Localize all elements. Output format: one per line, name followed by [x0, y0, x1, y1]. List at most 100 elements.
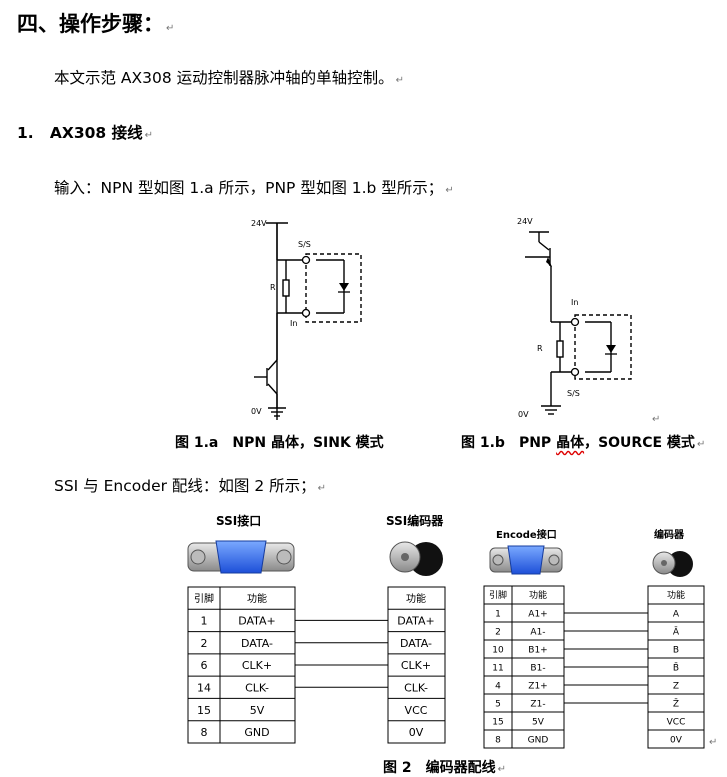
encoder-pin-cell: 8 — [495, 735, 501, 745]
npn-24v-label: 24V — [251, 219, 267, 228]
encoder-icon — [652, 551, 693, 577]
ssi-function-cell: 5V — [250, 704, 265, 717]
encoder-pin-cell: 4 — [495, 681, 501, 691]
encoder-pin-cell: 15 — [492, 717, 503, 727]
ssi-pin-cell: 8 — [201, 726, 208, 739]
encoder-function-cell: Z1- — [530, 699, 545, 709]
ssi-pin-cell: 14 — [197, 681, 211, 694]
paragraph-mark: ↵ — [652, 414, 661, 425]
npn-in-label: In — [290, 319, 297, 328]
encoder-wiring-diagram: Encode接口 编码器 引脚 功能 功能 1 A1+ A 2 A1- Ā 10 B1+ B 11… — [483, 528, 705, 749]
fig2-caption: 图 2 编码器配线↵ — [383, 757, 506, 777]
encoder-function-cell: B1- — [530, 663, 545, 673]
encoder-header-function: 功能 — [529, 589, 547, 601]
intro-text: 本文示范 AX308 运动控制器脉冲轴的单轴控制。 — [54, 69, 394, 87]
encoder-function-cell: 5V — [532, 717, 545, 727]
pnp-ss-label: S/S — [567, 389, 580, 398]
ssi-interface-title: SSI接口 — [216, 513, 261, 528]
encoder-encoder-cell: Z — [673, 681, 679, 691]
ssi-encoder-cell: CLK- — [404, 681, 428, 694]
subsection-number: 1. — [17, 124, 34, 142]
ssi-paragraph: SSI 与 Encoder 配线：如图 2 所示；↵ — [54, 474, 326, 496]
paragraph-mark: ↵ — [395, 75, 405, 86]
encoder-pin-cell: 2 — [495, 627, 501, 637]
fig1b-caption-spellmark: 晶体 — [556, 435, 585, 451]
encoder-encoder-cell: B̄ — [673, 662, 679, 674]
ssi-function-cell: CLK- — [245, 681, 269, 694]
fig1a-caption-text: 图 1.a NPN 晶体，SINK 模式 — [175, 435, 384, 451]
subsection-heading: 1. AX308 接线↵ — [17, 121, 153, 143]
npn-r-label: R — [270, 283, 276, 292]
ssi-wires — [295, 619, 388, 688]
section-heading: 四、操作步骤：↵ — [17, 8, 174, 38]
ssi-function-cell: CLK+ — [242, 659, 272, 672]
pnp-in-label: In — [571, 298, 578, 307]
intro-paragraph: 本文示范 AX308 运动控制器脉冲轴的单轴控制。↵ — [54, 66, 404, 88]
encoder-pin-cell: 1 — [495, 609, 501, 619]
encoder-function-cell: Z1+ — [528, 681, 547, 691]
ssi-encoder-icon — [389, 541, 443, 576]
encoder-header-pin: 引脚 — [489, 590, 507, 601]
encoder-row-lines — [484, 603, 704, 731]
pnp-r-label: R — [537, 344, 543, 353]
db15-encode-connector-icon — [489, 545, 563, 575]
pnp-0v-label: 0V — [518, 410, 529, 419]
ssi-pin-cell: 15 — [197, 704, 211, 717]
encoder-side-header: 功能 — [667, 589, 685, 601]
encoder-encoder-cell: A — [673, 609, 680, 619]
encoder-function-cell: A1+ — [528, 609, 547, 619]
encoder-pin-cell: 5 — [495, 699, 501, 709]
encoder-function-cell: B1+ — [528, 645, 547, 655]
ssi-encoder-title: SSI编码器 — [386, 513, 444, 528]
pnp-24v-label: 24V — [517, 217, 533, 226]
npn-0v-label: 0V — [251, 407, 262, 416]
encoder-pin-cell: 11 — [492, 663, 503, 673]
fig1b-caption: 图 1.b PNP 晶体，SOURCE 模式↵ — [461, 432, 705, 452]
subsection-title: AX308 接线 — [49, 124, 143, 142]
ssi-pin-cell: 1 — [201, 615, 208, 628]
paragraph-mark: ↵ — [497, 764, 507, 775]
ssi-pin-cell: 2 — [201, 637, 208, 650]
fig2-caption-text: 图 2 编码器配线 — [383, 760, 496, 776]
paragraph-mark: ↵ — [709, 737, 718, 748]
paragraph-mark: ↵ — [166, 23, 175, 34]
input-text: 输入：NPN 型如图 1.a 所示，PNP 型如图 1.b 型所示； — [54, 179, 444, 197]
npn-circuit: 24V S/S R In 0V — [251, 219, 362, 417]
ssi-function-cell: DATA+ — [238, 615, 276, 628]
encoder-encoder-cell: Ā — [673, 626, 680, 637]
ssi-header-function: 功能 — [247, 592, 267, 605]
fig1b-caption-pre: 图 1.b PNP — [461, 435, 557, 451]
paragraph-mark: ↵ — [144, 130, 153, 141]
ssi-table-text: 1 DATA+ DATA+ 2 DATA- DATA- 6 CLK+ CLK+ 14 CLK- CLK… — [197, 615, 435, 739]
paragraph-mark: ↵ — [445, 185, 454, 196]
fig1a-caption: 图 1.a NPN 晶体，SINK 模式 — [175, 432, 384, 452]
encoder-table-text: 1 A1+ A 2 A1- Ā 10 B1+ B 11 B1- B̄ 4 Z1+ Z 5 Z1- Z̄ 15 5V VC… — [492, 609, 685, 745]
encode-interface-title: Encode接口 — [496, 528, 557, 541]
ssi-header-pin: 引脚 — [194, 592, 214, 605]
encoder-pin-cell: 10 — [492, 645, 504, 655]
ssi-encoder-header: 功能 — [406, 592, 426, 605]
ssi-text: SSI 与 Encoder 配线：如图 2 所示； — [54, 477, 316, 495]
encoder-encoder-cell: Z̄ — [673, 698, 679, 710]
ssi-row-lines — [188, 608, 445, 722]
ssi-encoder-cell: VCC — [405, 704, 428, 717]
ssi-pin-cell: 6 — [201, 659, 208, 672]
ssi-function-cell: DATA- — [241, 637, 273, 650]
db15-connector-icon — [187, 540, 295, 574]
ssi-wiring-diagram: SSI接口 SSI编码器 引脚 功能 功能 1 DATA+ DATA+ 2 DATA- D… — [187, 513, 446, 744]
heading-text: 四、操作步骤： — [17, 12, 164, 36]
ssi-function-cell: GND — [244, 726, 269, 739]
encoder-encoder-cell: 0V — [670, 735, 683, 745]
encoder-title: 编码器 — [654, 528, 685, 541]
ssi-encoder-cell: DATA+ — [397, 615, 435, 628]
encoder-encoder-cell: VCC — [667, 717, 686, 727]
encoder-encoder-cell: B — [673, 645, 679, 655]
encoder-function-cell: A1- — [530, 627, 545, 637]
paragraph-mark: ↵ — [317, 483, 327, 494]
ssi-encoder-cell: CLK+ — [401, 659, 431, 672]
encoder-wires — [564, 612, 648, 704]
fig1b-caption-post: ，SOURCE 模式 — [584, 435, 695, 451]
ssi-encoder-cell: DATA- — [400, 637, 432, 650]
npn-ss-label: S/S — [298, 240, 311, 249]
pnp-circuit: 24V In R S/S 0V — [517, 217, 632, 419]
